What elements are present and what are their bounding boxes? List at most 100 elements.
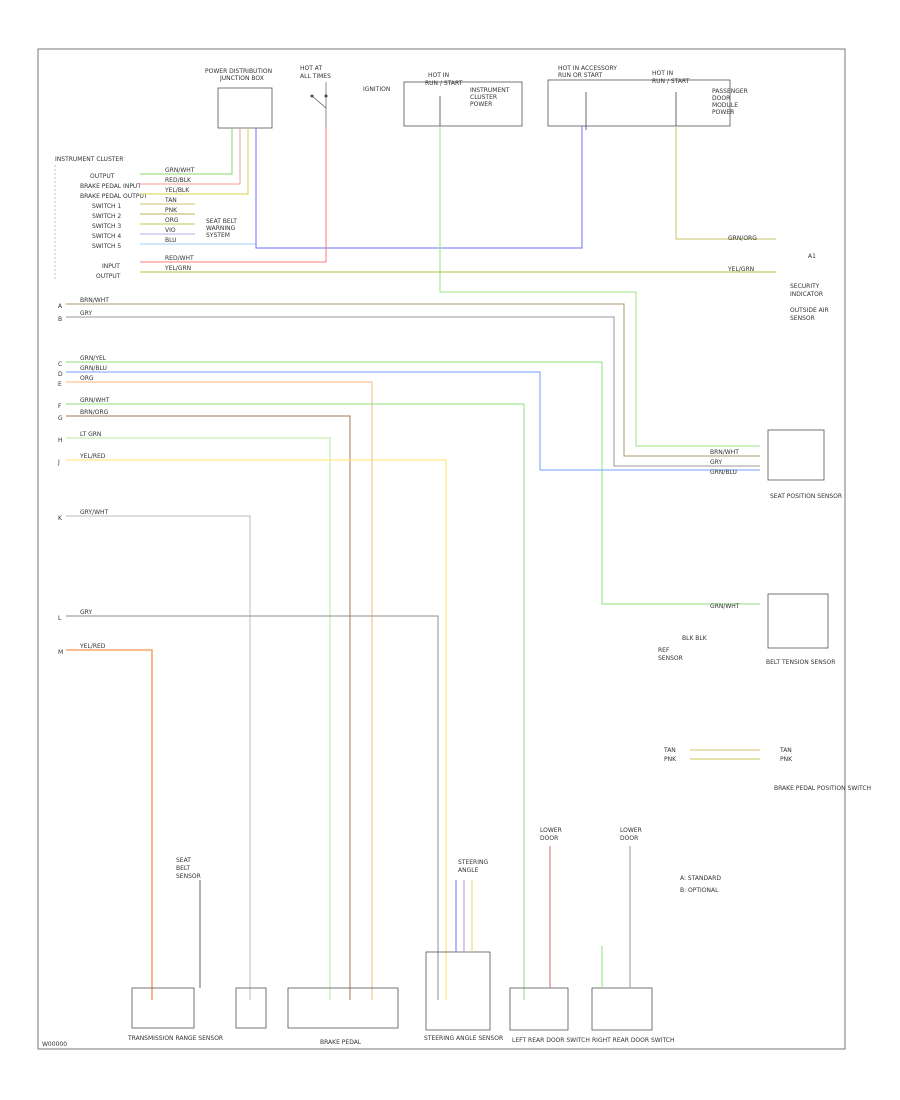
svg-text:E: E bbox=[58, 381, 62, 388]
svg-text:RUN / START: RUN / START bbox=[652, 78, 690, 85]
steering-angle-label: STEERING ANGLE SENSOR bbox=[424, 1035, 503, 1042]
svg-text:K: K bbox=[58, 515, 63, 522]
svg-text:C: C bbox=[58, 361, 62, 368]
svg-text:SEAT BELT: SEAT BELT bbox=[206, 218, 237, 225]
svg-text:DOOR: DOOR bbox=[712, 95, 730, 102]
svg-text:GRY: GRY bbox=[80, 310, 92, 317]
svg-text:ANGLE: ANGLE bbox=[458, 867, 479, 874]
fuse-box-1 bbox=[403, 81, 523, 127]
svg-text:TAN: TAN bbox=[663, 747, 676, 754]
seat-sensor-label: SEAT POSITION SENSOR bbox=[770, 493, 842, 500]
svg-text:INSTRUMENT: INSTRUMENT bbox=[470, 87, 510, 94]
svg-text:REF: REF bbox=[658, 647, 670, 654]
svg-text:J: J bbox=[57, 459, 60, 466]
svg-text:CLUSTER: CLUSTER bbox=[470, 94, 497, 101]
svg-text:LOWER: LOWER bbox=[620, 827, 642, 834]
svg-text:GRN/WHT: GRN/WHT bbox=[165, 167, 195, 174]
svg-text:A1: A1 bbox=[808, 253, 816, 260]
svg-text:BELT: BELT bbox=[176, 865, 190, 872]
svg-text:PNK: PNK bbox=[780, 756, 793, 763]
svg-text:TAN: TAN bbox=[164, 197, 177, 204]
svg-text:OUTSIDE AIR: OUTSIDE AIR bbox=[790, 307, 829, 314]
fuse-box-2 bbox=[547, 79, 731, 127]
svg-text:GRN/YEL: GRN/YEL bbox=[80, 355, 107, 362]
svg-text:SENSOR: SENSOR bbox=[658, 655, 683, 662]
svg-text:RED/BLK: RED/BLK bbox=[165, 177, 192, 184]
svg-text:SWITCH 5: SWITCH 5 bbox=[92, 243, 121, 250]
trans-range-label: TRANSMISSION RANGE SENSOR bbox=[127, 1035, 223, 1042]
svg-text:SECURITY: SECURITY bbox=[790, 283, 820, 290]
svg-text:SENSOR: SENSOR bbox=[176, 873, 201, 880]
svg-text:A: A bbox=[58, 303, 63, 310]
svg-text:YEL/RED: YEL/RED bbox=[79, 453, 106, 460]
svg-text:F: F bbox=[58, 403, 62, 410]
svg-text:INDICATOR: INDICATOR bbox=[790, 291, 823, 298]
top-small-text: POWER DISTRIBUTION JUNCTION BOX HOT AT A… bbox=[205, 65, 748, 116]
svg-text:GRN/BLU: GRN/BLU bbox=[710, 469, 737, 476]
svg-text:RUN OR START: RUN OR START bbox=[558, 72, 603, 79]
svg-text:BRAKE PEDAL INPUT: BRAKE PEDAL INPUT bbox=[80, 183, 141, 190]
upper-wires bbox=[140, 126, 776, 447]
svg-text:GRN/WHT: GRN/WHT bbox=[80, 397, 110, 404]
brake-switch-note-label: BRAKE PEDAL POSITION SWITCH bbox=[774, 785, 871, 792]
brake-switch-note: TAN PNK TAN PNK BRAKE PEDAL POSITION SWI… bbox=[663, 747, 871, 792]
svg-text:SWITCH 4: SWITCH 4 bbox=[92, 233, 121, 240]
svg-text:POWER: POWER bbox=[470, 101, 492, 108]
belt-sensor-label: BELT TENSION SENSOR bbox=[766, 659, 835, 666]
svg-text:BRN/WHT: BRN/WHT bbox=[710, 449, 739, 456]
svg-text:STEERING: STEERING bbox=[458, 859, 488, 866]
middle-wire-labels: BRN/WHT GRY GRN/YEL GRN/BLU ORG GRN/WHT … bbox=[57, 297, 110, 656]
svg-text:H: H bbox=[58, 437, 63, 444]
svg-text:SWITCH 3: SWITCH 3 bbox=[92, 223, 121, 230]
svg-text:G: G bbox=[58, 415, 63, 422]
svg-text:WARNING: WARNING bbox=[206, 225, 236, 232]
svg-text:SEAT: SEAT bbox=[176, 857, 191, 864]
svg-text:ORG: ORG bbox=[165, 217, 179, 224]
svg-text:YEL/GRN: YEL/GRN bbox=[164, 265, 191, 272]
svg-text:SWITCH 2: SWITCH 2 bbox=[92, 213, 121, 220]
svg-text:MODULE: MODULE bbox=[712, 102, 738, 109]
legend: A: STANDARD B: OPTIONAL bbox=[680, 875, 721, 894]
diagram-code: W00000 bbox=[42, 1041, 67, 1048]
ignition-switch-arm bbox=[311, 95, 327, 109]
diagram-frame bbox=[37, 48, 846, 1050]
middle-wires bbox=[66, 303, 760, 1000]
belt-tension-sensor: GRN/WHT BLK BLK REF SENSOR BELT TENSION … bbox=[658, 593, 835, 666]
svg-text:RED/WHT: RED/WHT bbox=[165, 255, 194, 262]
svg-text:GRY: GRY bbox=[710, 459, 722, 466]
svg-text:HOT IN: HOT IN bbox=[652, 70, 673, 77]
svg-text:GRN/WHT: GRN/WHT bbox=[710, 603, 740, 610]
svg-text:ALL TIMES: ALL TIMES bbox=[300, 73, 331, 80]
svg-text:PNK: PNK bbox=[664, 756, 677, 763]
svg-text:OUTPUT: OUTPUT bbox=[96, 273, 121, 280]
svg-text:TAN: TAN bbox=[779, 747, 792, 754]
svg-text:JUNCTION BOX: JUNCTION BOX bbox=[219, 75, 264, 82]
svg-text:GRN/ORG: GRN/ORG bbox=[728, 235, 757, 242]
svg-text:DOOR: DOOR bbox=[540, 835, 558, 842]
svg-text:LT GRN: LT GRN bbox=[80, 431, 101, 438]
svg-text:D: D bbox=[58, 371, 63, 378]
svg-text:HOT IN: HOT IN bbox=[428, 72, 449, 79]
right-rear-door-label: RIGHT REAR DOOR SWITCH bbox=[592, 1037, 674, 1044]
svg-text:GRN/BLU: GRN/BLU bbox=[80, 365, 107, 372]
instrument-cluster-label: INSTRUMENT CLUSTER bbox=[55, 156, 123, 163]
upper-wire-labels: GRN/WHT RED/BLK YEL/BLK TAN PNK ORG VIO … bbox=[164, 167, 829, 322]
svg-text:IGNITION: IGNITION bbox=[363, 86, 390, 93]
svg-text:OUTPUT: OUTPUT bbox=[90, 173, 115, 180]
svg-text:ORG: ORG bbox=[80, 375, 94, 382]
svg-text:YEL/RED: YEL/RED bbox=[79, 643, 106, 650]
legend-b: B: OPTIONAL bbox=[680, 887, 719, 894]
bottom-wire-stubs bbox=[199, 846, 631, 988]
svg-text:SWITCH 1: SWITCH 1 bbox=[92, 203, 121, 210]
legend-a: A: STANDARD bbox=[680, 875, 721, 882]
svg-text:INPUT: INPUT bbox=[102, 263, 120, 270]
svg-text:PASSENGER: PASSENGER bbox=[712, 88, 748, 95]
svg-text:BRN/WHT: BRN/WHT bbox=[80, 297, 109, 304]
svg-text:RUN / START: RUN / START bbox=[425, 80, 463, 87]
svg-text:HOT IN ACCESSORY: HOT IN ACCESSORY bbox=[558, 65, 617, 72]
svg-text:HOT AT: HOT AT bbox=[300, 65, 322, 72]
svg-text:YEL/BLK: YEL/BLK bbox=[164, 187, 190, 194]
svg-text:BRAKE PEDAL OUTPUT: BRAKE PEDAL OUTPUT bbox=[80, 193, 148, 200]
svg-text:DOOR: DOOR bbox=[620, 835, 638, 842]
svg-text:SYSTEM: SYSTEM bbox=[206, 232, 230, 239]
